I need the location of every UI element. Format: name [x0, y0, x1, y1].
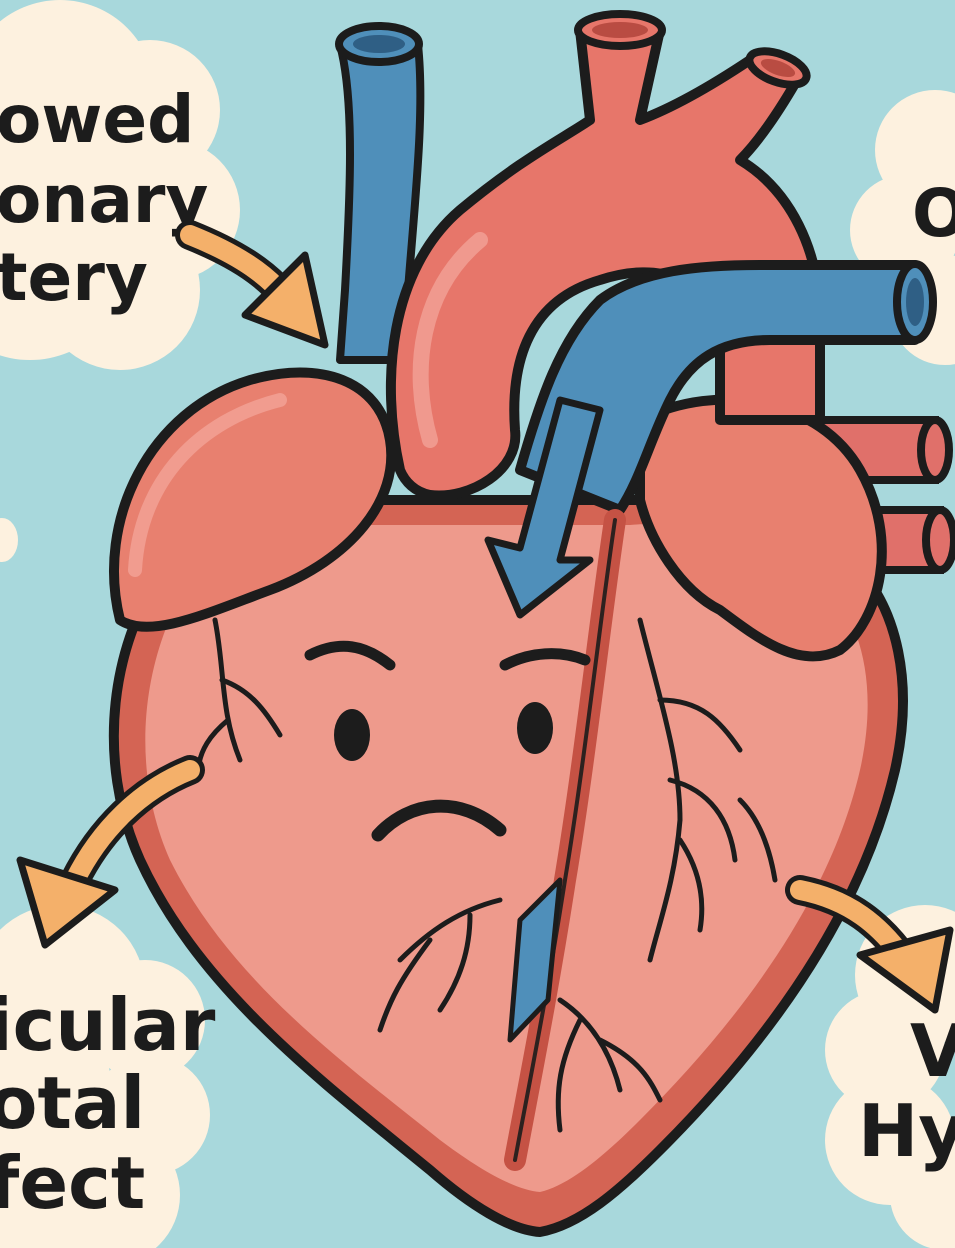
right-eye	[517, 702, 553, 754]
left-eye	[334, 709, 370, 761]
label-top-right: O	[912, 175, 955, 252]
